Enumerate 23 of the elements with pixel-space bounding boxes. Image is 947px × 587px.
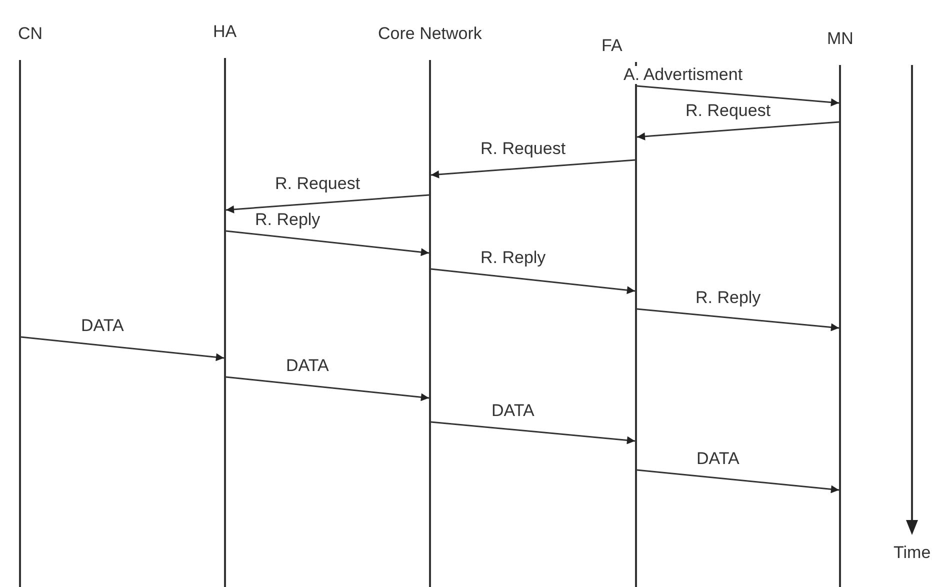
message-arrow bbox=[430, 159, 636, 178]
message-arrow bbox=[226, 230, 430, 256]
edge-label: A. Advertisment bbox=[622, 66, 745, 84]
lifeline-header: FA bbox=[602, 36, 622, 56]
lifeline-header: CN bbox=[18, 24, 43, 44]
edge-label: R. Request bbox=[273, 175, 362, 193]
message-arrow bbox=[636, 85, 840, 106]
lifeline-header: MN bbox=[827, 29, 854, 49]
message-arrow bbox=[430, 421, 636, 444]
message-arrow bbox=[636, 121, 840, 140]
edge-label: R. Request bbox=[478, 140, 568, 158]
edge-label: R. Reply bbox=[694, 289, 763, 307]
message-arrow bbox=[226, 376, 430, 402]
edge-label: R. Reply bbox=[253, 211, 322, 229]
message-arrow bbox=[636, 469, 840, 494]
message-arrow bbox=[430, 268, 636, 294]
lifeline-header: Core Network bbox=[378, 24, 482, 44]
lifeline-header: HA bbox=[213, 22, 237, 42]
message-arrow bbox=[20, 336, 224, 362]
message-arrow bbox=[226, 194, 430, 214]
edge-label: R. Request bbox=[684, 102, 773, 120]
message-arrow bbox=[636, 308, 840, 332]
edge-label: R. Reply bbox=[478, 249, 548, 267]
